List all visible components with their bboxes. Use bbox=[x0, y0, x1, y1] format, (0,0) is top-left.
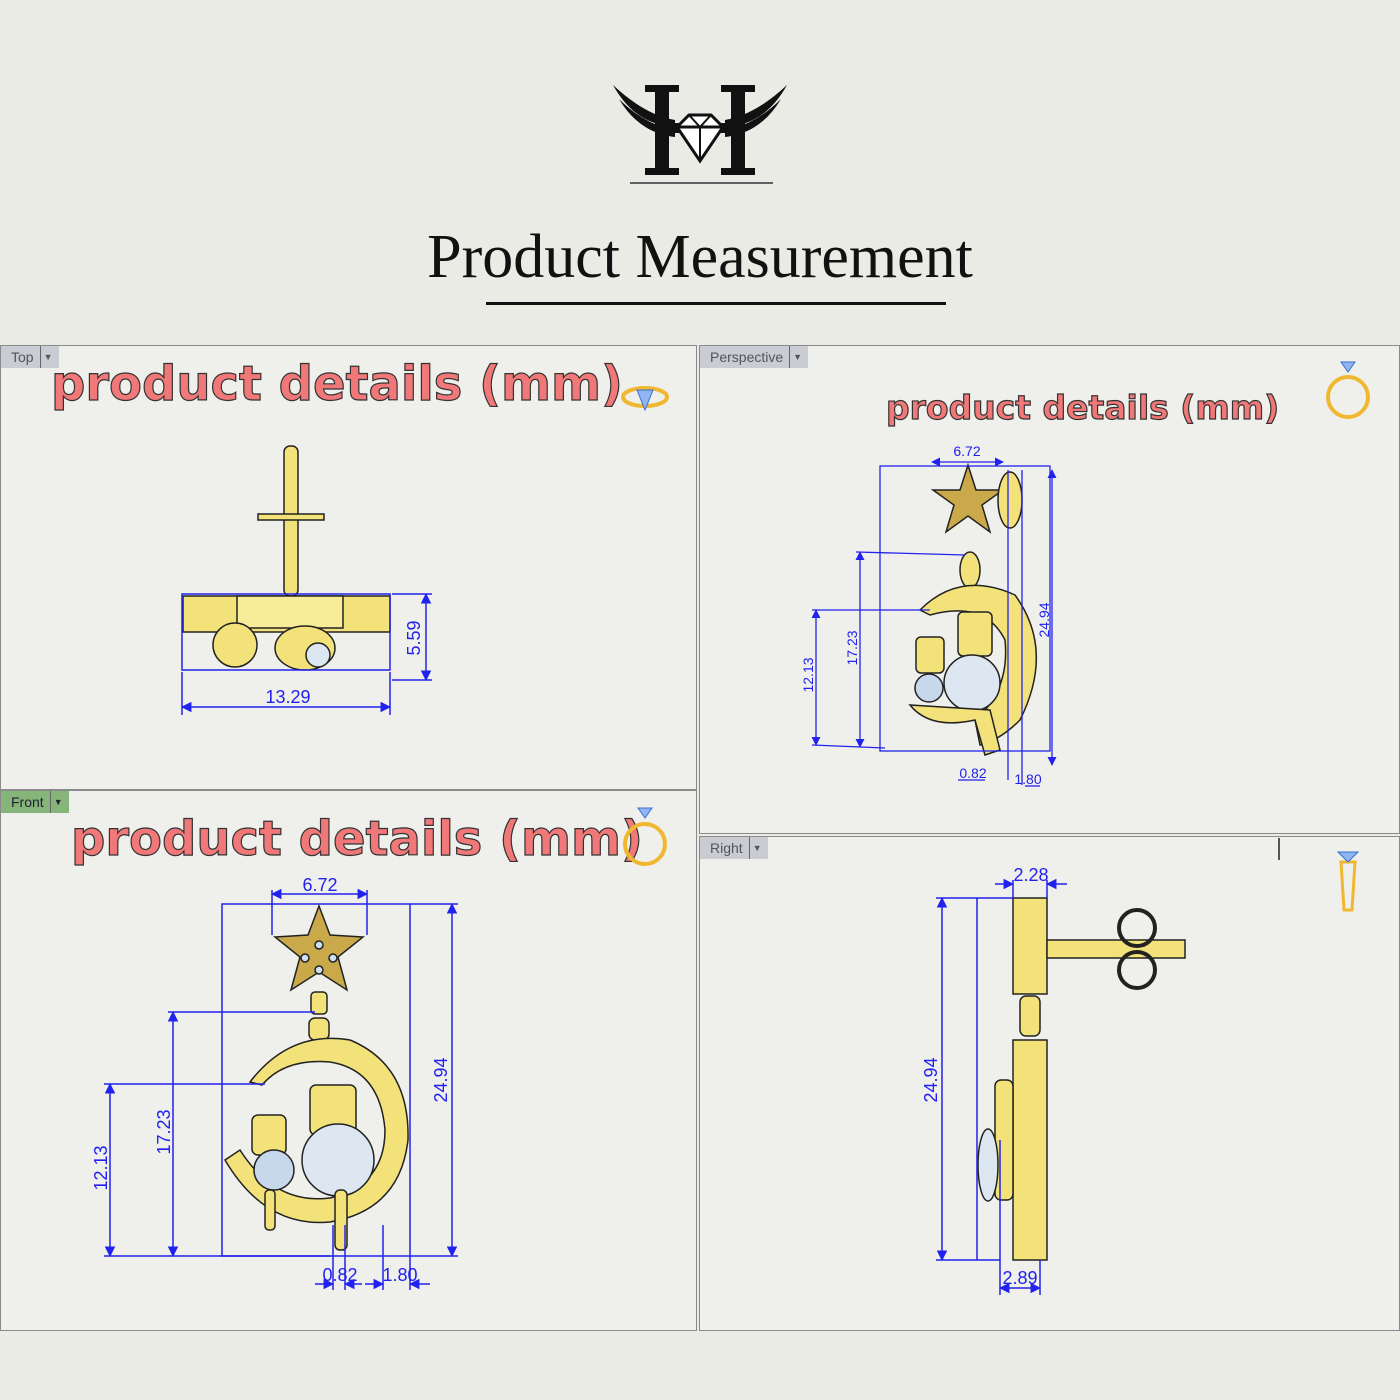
ring-top-icon bbox=[621, 386, 669, 412]
earring-front-view bbox=[223, 903, 409, 1251]
heading-front: product details (mm) bbox=[70, 810, 643, 867]
earring-perspective-view bbox=[908, 462, 1037, 756]
dim-front-width: 6.72 bbox=[302, 875, 337, 895]
dim-top-width: 13.29 bbox=[265, 687, 310, 707]
viewport-top[interactable]: Top ▼ product details (mm) bbox=[0, 345, 697, 790]
ring-icon bbox=[1326, 361, 1370, 419]
dim-right-depth-bottom: 2.89 bbox=[1002, 1268, 1037, 1288]
dropdown-arrow-icon[interactable]: ▼ bbox=[49, 791, 63, 813]
dropdown-arrow-icon[interactable]: ▼ bbox=[789, 346, 802, 368]
front-dimensions bbox=[104, 888, 458, 1290]
dim-front-h2: 17.23 bbox=[154, 1109, 174, 1154]
right-dimensions bbox=[936, 878, 1067, 1295]
dim-persp-h3: 24.94 bbox=[1036, 602, 1052, 637]
viewport-tab-perspective[interactable]: Perspective ▼ bbox=[700, 346, 809, 368]
dim-right-depth-top: 2.28 bbox=[1013, 865, 1048, 885]
dim-front-d2: 1.80 bbox=[382, 1265, 417, 1285]
dim-persp-h1: 12.13 bbox=[800, 657, 816, 692]
earring-right-view bbox=[977, 897, 1186, 1261]
top-dimensions bbox=[180, 592, 432, 715]
ring-side-icon bbox=[1336, 851, 1360, 912]
page-title: Product Measurement bbox=[427, 223, 973, 291]
earring-top-view bbox=[182, 445, 391, 671]
tab-label: Top bbox=[11, 349, 34, 365]
heading-perspective: product details (mm) bbox=[885, 387, 1280, 427]
dim-front-h1: 12.13 bbox=[91, 1145, 111, 1190]
ring-icon bbox=[623, 807, 667, 866]
dim-persp-h2: 17.23 bbox=[844, 630, 860, 665]
tab-label: Perspective bbox=[710, 349, 784, 365]
viewport-tab-right[interactable]: Right ▼ bbox=[700, 837, 768, 859]
dim-persp-d1: 0.82 bbox=[959, 765, 986, 781]
dim-top-height: 5.59 bbox=[404, 620, 424, 655]
dim-front-d1: 0.82 bbox=[322, 1265, 357, 1285]
title-underline bbox=[486, 302, 946, 305]
dim-persp-d2: 1.80 bbox=[1014, 771, 1041, 787]
viewport-tab-top[interactable]: Top ▼ bbox=[1, 346, 59, 368]
dim-right-height: 24.94 bbox=[921, 1057, 941, 1102]
viewport-right[interactable]: Right ▼ bbox=[699, 836, 1400, 1331]
heading-top: product details (mm) bbox=[50, 355, 623, 412]
dropdown-arrow-icon[interactable]: ▼ bbox=[39, 346, 53, 368]
tab-label: Front bbox=[11, 794, 44, 810]
dim-front-h3: 24.94 bbox=[431, 1057, 451, 1102]
brand-logo bbox=[613, 85, 787, 184]
perspective-dimensions bbox=[811, 457, 1057, 787]
dropdown-arrow-icon[interactable]: ▼ bbox=[748, 837, 762, 859]
dim-persp-width: 6.72 bbox=[953, 443, 980, 459]
viewport-tab-front[interactable]: Front ▼ bbox=[1, 791, 69, 813]
tab-label: Right bbox=[710, 840, 743, 856]
